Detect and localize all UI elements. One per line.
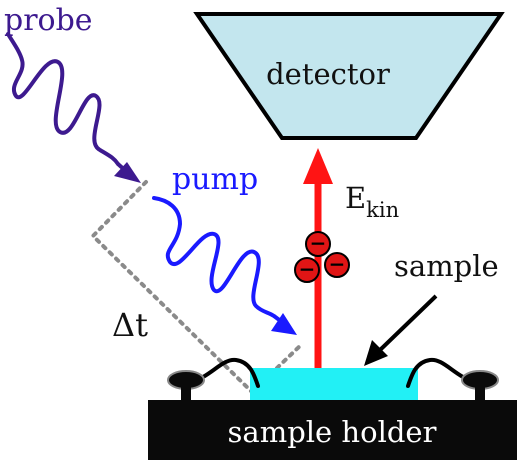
delay-label: Δt	[112, 306, 148, 344]
detector-label: detector	[266, 57, 390, 91]
probe-wave	[6, 32, 120, 166]
electron: −	[294, 257, 320, 283]
sample-holder	[148, 400, 517, 460]
electron-charge: −	[329, 252, 346, 276]
electron-charge: −	[310, 231, 327, 255]
probe-arrowhead	[114, 162, 141, 183]
sample-label: sample	[394, 249, 499, 283]
pump-wave	[152, 196, 276, 318]
ekin-label: Ekin	[345, 181, 399, 222]
pump-arrowhead	[271, 313, 297, 335]
detector-shape	[193, 12, 505, 140]
delay-path	[90, 180, 304, 395]
probe-label: probe	[4, 3, 93, 38]
left-clamp	[167, 357, 260, 400]
right-clamp	[406, 357, 499, 400]
ekin-sub: kin	[366, 198, 399, 222]
electron-charge: −	[299, 257, 316, 281]
electron: −	[305, 231, 331, 257]
sample-pointer-arrowhead	[364, 340, 388, 366]
sample-pointer-line	[378, 294, 438, 352]
photoelectron-arrowhead	[303, 148, 333, 184]
pump-label: pump	[172, 162, 258, 197]
sample-crystal	[250, 368, 418, 400]
sample-holder-label: sample holder	[228, 415, 437, 449]
electron: −	[324, 252, 350, 278]
ekin-main: E	[345, 181, 366, 215]
